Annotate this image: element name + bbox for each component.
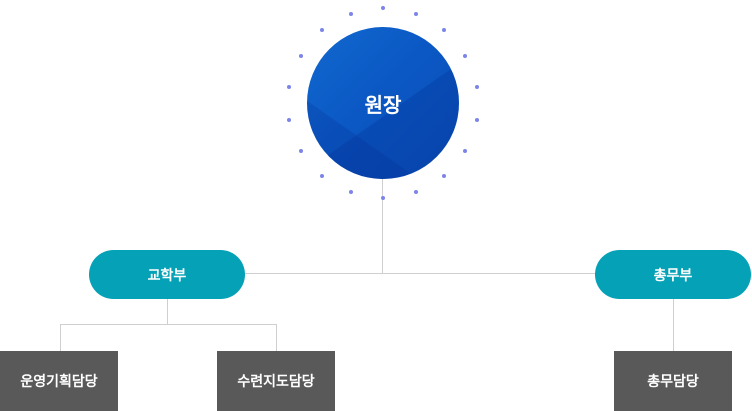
decorative-dot bbox=[442, 173, 447, 178]
training-guidance-unit: 수련지도담당 bbox=[217, 351, 335, 411]
decorative-dot bbox=[287, 84, 292, 89]
academic-units-horizontal-line bbox=[60, 324, 277, 325]
departments-horizontal-line bbox=[245, 273, 596, 274]
decorative-dot bbox=[463, 148, 468, 153]
decorative-dot bbox=[319, 173, 324, 178]
planning-unit-line bbox=[60, 324, 61, 351]
decorative-dot bbox=[348, 190, 353, 195]
general-dept-down-line bbox=[673, 299, 674, 351]
decorative-dot bbox=[474, 117, 479, 122]
academic-department-node: 교학부 bbox=[89, 250, 245, 299]
decorative-dot bbox=[413, 190, 418, 195]
decorative-dot bbox=[298, 53, 303, 58]
decorative-dot bbox=[381, 196, 385, 200]
decorative-dot bbox=[442, 28, 447, 33]
decorative-dot bbox=[381, 6, 385, 10]
academic-dept-down-line bbox=[167, 299, 168, 325]
decorative-dot bbox=[298, 148, 303, 153]
operations-planning-unit: 운영기획담당 bbox=[0, 351, 118, 411]
decorative-dot bbox=[319, 28, 324, 33]
director-node: 원장 bbox=[307, 27, 459, 179]
director-shading bbox=[307, 27, 459, 179]
decorative-dot bbox=[348, 11, 353, 16]
decorative-dot bbox=[287, 117, 292, 122]
decorative-dot bbox=[463, 53, 468, 58]
decorative-dot bbox=[474, 84, 479, 89]
general-affairs-unit: 총무담당 bbox=[614, 351, 732, 411]
decorative-dot bbox=[413, 11, 418, 16]
general-affairs-department-node: 총무부 bbox=[595, 250, 751, 299]
director-to-departments-line bbox=[382, 179, 383, 274]
director-label: 원장 bbox=[364, 92, 402, 117]
training-unit-line bbox=[276, 324, 277, 351]
